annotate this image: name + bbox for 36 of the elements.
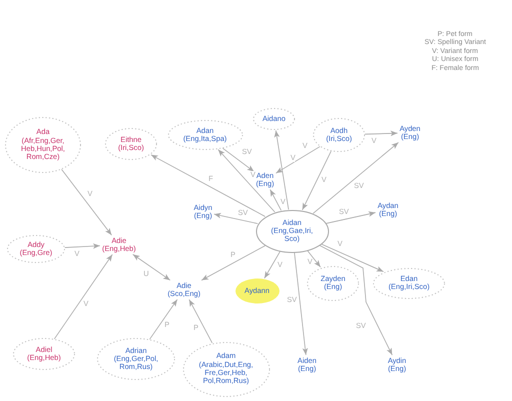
dotted-ellipse-node bbox=[373, 268, 445, 298]
arrow bbox=[312, 142, 399, 214]
dotted-ellipse-node bbox=[105, 128, 157, 160]
arrow bbox=[61, 169, 112, 236]
arrow bbox=[318, 244, 393, 356]
arrow bbox=[306, 250, 321, 268]
ellipse-node bbox=[256, 210, 328, 252]
arrow bbox=[274, 130, 289, 210]
double-arrow bbox=[132, 254, 171, 281]
dotted-ellipse-node bbox=[307, 266, 359, 300]
arrow bbox=[150, 154, 266, 217]
arrow bbox=[218, 149, 276, 212]
arrow bbox=[64, 243, 100, 249]
arrow bbox=[214, 212, 258, 224]
arrow bbox=[364, 130, 398, 136]
arrow bbox=[201, 245, 266, 281]
arrow bbox=[54, 254, 113, 340]
dotted-ellipse-node bbox=[97, 338, 175, 380]
highlighted-ellipse-node bbox=[234, 278, 280, 304]
dotted-ellipse-node bbox=[5, 117, 81, 173]
arrow bbox=[276, 146, 320, 174]
arrow bbox=[326, 211, 376, 224]
arrow bbox=[320, 244, 384, 272]
dotted-ellipse-node bbox=[313, 118, 365, 152]
arrow bbox=[294, 252, 308, 356]
dotted-ellipse-node bbox=[13, 338, 75, 370]
arrow bbox=[264, 250, 281, 279]
dotted-ellipse-node bbox=[168, 120, 242, 150]
dotted-ellipse-node bbox=[253, 108, 295, 130]
arrow bbox=[302, 150, 332, 210]
dotted-ellipse-node bbox=[7, 235, 65, 263]
arrow bbox=[222, 148, 254, 172]
arrow bbox=[270, 189, 282, 211]
arrow bbox=[149, 299, 178, 340]
arrow bbox=[188, 299, 213, 344]
dotted-ellipse-node bbox=[182, 342, 270, 396]
